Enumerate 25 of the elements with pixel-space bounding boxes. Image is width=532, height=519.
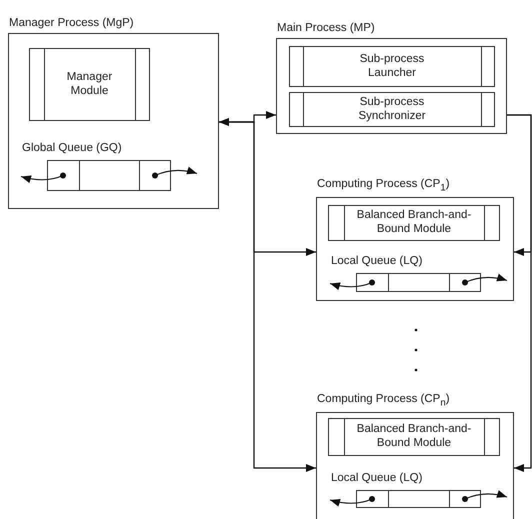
module-box xyxy=(289,92,495,127)
process-title: Main Process (MP) xyxy=(277,22,375,34)
queue-arrow xyxy=(154,166,198,176)
connector-arrow xyxy=(507,114,532,472)
module-box xyxy=(328,205,500,241)
queue-label: Local Queue (LQ) xyxy=(331,472,422,484)
queue-arrow xyxy=(464,274,508,283)
queue-arrow xyxy=(464,490,508,500)
queue-arrow xyxy=(330,282,372,290)
module-label: Balanced Branch-and-Bound Module xyxy=(356,209,472,237)
queue-arrow xyxy=(330,498,372,506)
module-label: Sub-process Launcher xyxy=(358,52,426,80)
module-label: Balanced Branch-and-Bound Module xyxy=(356,423,472,451)
process-title: Computing Process (CP$_{1}$) xyxy=(317,178,450,193)
module-box xyxy=(29,48,150,121)
queue-label: Local Queue (LQ) xyxy=(331,255,422,267)
process-title: Manager Process (MgP) xyxy=(9,17,134,29)
module-label: Manager Module xyxy=(66,70,114,98)
connector-arrow xyxy=(219,118,316,472)
module-label: Sub-process Synchronizer xyxy=(357,96,427,124)
queue-label: Global Queue (GQ) xyxy=(22,142,122,154)
queue-arrow xyxy=(20,175,64,183)
process-title: Computing Process (CP$_{n}$) xyxy=(317,392,450,408)
module-box xyxy=(289,46,495,87)
module-box xyxy=(328,418,500,456)
